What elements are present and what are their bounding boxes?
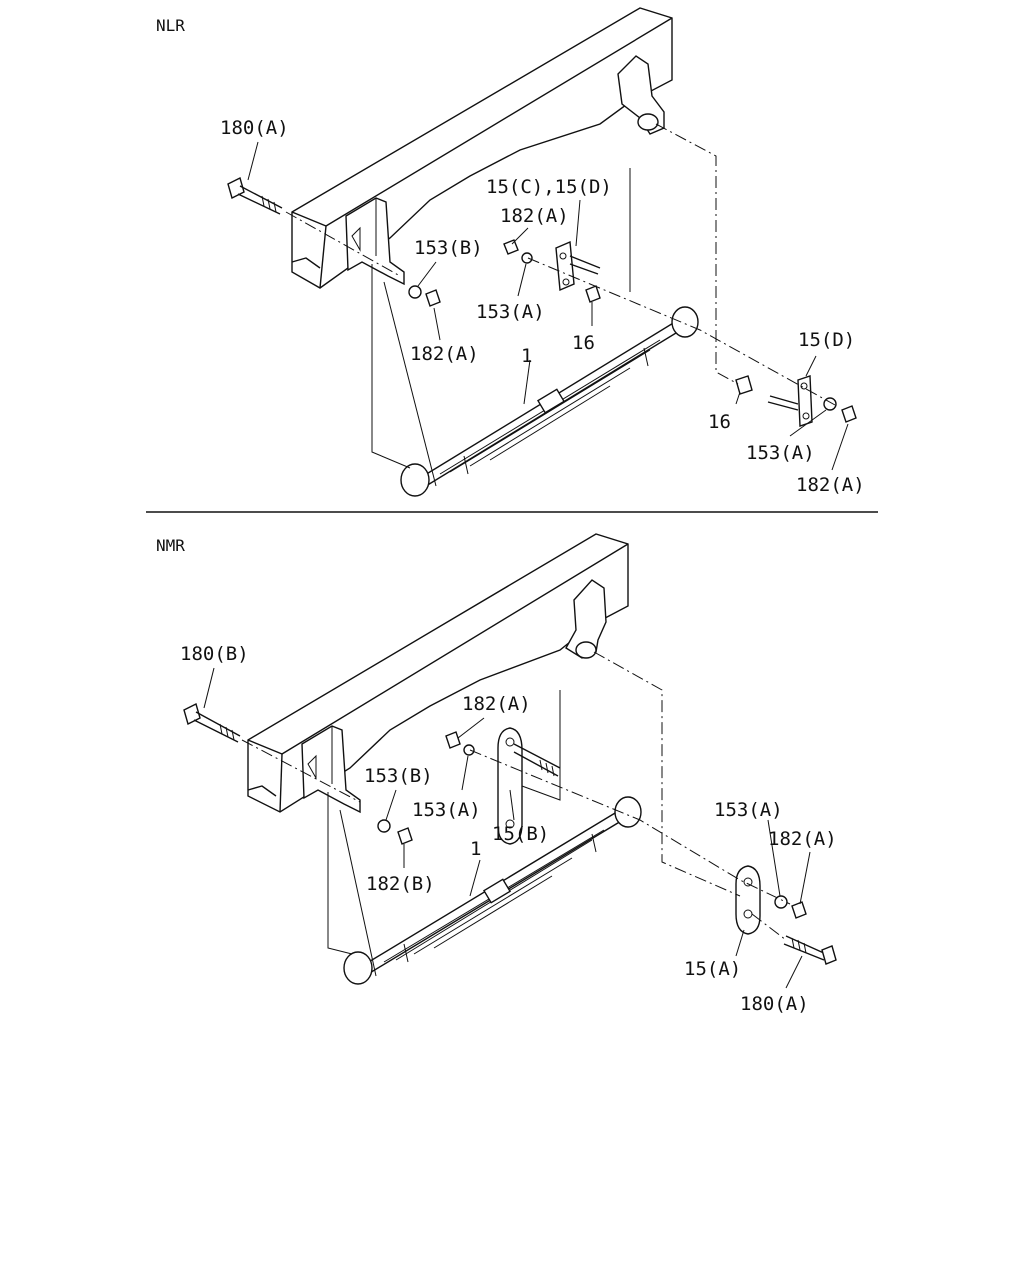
nmr-nut-182a-lower — [791, 901, 807, 919]
nlr-callout-washer-153a-upper: 153(A) — [476, 301, 545, 323]
nlr-callout-shackle-15d: 15(D) — [798, 329, 855, 351]
nlr-callout-shackle-15c-15d: 15(C),15(D) — [486, 176, 612, 198]
nlr-callout-bolt-16-lower: 16 — [708, 411, 731, 433]
nmr-rear-hanger-bracket — [565, 579, 607, 659]
nmr-washer-153b — [377, 819, 391, 833]
nmr-center-lines — [241, 651, 791, 977]
nlr-nut-182a-lower — [841, 405, 857, 423]
nmr-shackle-plate-15b — [497, 727, 561, 845]
nlr-washer-153a-upper — [521, 252, 533, 264]
nlr-callout-washer-153a-lower: 153(A) — [746, 442, 815, 464]
nmr-callout-shackle-plate-15a: 15(A) — [684, 958, 741, 980]
nmr-nut-182a-upper — [445, 731, 461, 749]
nlr-bolt-180a — [227, 176, 283, 215]
nlr-nut-182a-upper — [503, 239, 519, 255]
nmr-callout-bolt-180a: 180(A) — [740, 993, 809, 1015]
nmr-callout-shackle-plate-15b: 15(B) — [492, 823, 549, 845]
nlr-shackle-15c — [555, 240, 601, 292]
nmr-leaders — [203, 667, 811, 989]
nlr-section: NLR — [156, 7, 865, 497]
nmr-section: NMR — [156, 533, 837, 1015]
nmr-washer-153a-lower — [774, 895, 788, 909]
nlr-bolt-16-upper — [585, 285, 601, 303]
nmr-leaf-spring — [343, 796, 642, 985]
nlr-bolt-16-lower — [735, 375, 753, 395]
nmr-callout-nut-182a-upper: 182(A) — [462, 693, 531, 715]
nlr-leaders — [247, 141, 849, 471]
nlr-callout-nut-182a-left: 182(A) — [410, 343, 479, 365]
nmr-frame-rail — [247, 533, 629, 813]
nlr-callout-bolt-16-upper: 16 — [572, 332, 595, 354]
nmr-front-hanger-bracket — [301, 725, 361, 814]
nmr-washer-153a-upper — [463, 744, 475, 756]
nlr-front-hanger-bracket — [345, 197, 405, 286]
nlr-rear-hanger-bracket — [617, 55, 665, 135]
nmr-section-title: NMR — [156, 536, 185, 555]
nlr-washer-153b — [408, 285, 422, 299]
nmr-callout-nut-182b: 182(B) — [366, 873, 435, 895]
nmr-bolt-180a — [783, 935, 837, 965]
nmr-nut-182b — [397, 827, 413, 845]
nlr-callout-washer-153b: 153(B) — [414, 237, 483, 259]
nlr-callout-bolt-180a: 180(A) — [220, 117, 289, 139]
nmr-callout-washer-153b: 153(B) — [364, 765, 433, 787]
nlr-nut-182a-left — [425, 289, 441, 307]
nlr-callout-nut-182a-lower: 182(A) — [796, 474, 865, 496]
nlr-leaf-spring — [400, 306, 699, 497]
nmr-bolt-180b — [183, 702, 241, 743]
nlr-center-lines — [285, 123, 836, 487]
nlr-callout-leaf-spring-1: 1 — [521, 345, 532, 367]
nlr-callout-nut-182a-upper: 182(A) — [500, 205, 569, 227]
nmr-shackle-plate-15a — [735, 865, 761, 935]
nlr-frame-rail — [291, 7, 673, 289]
nmr-callout-washer-153a-upper: 153(A) — [412, 799, 481, 821]
nmr-callout-bolt-180b: 180(B) — [180, 643, 249, 665]
nlr-shackle-15d — [767, 375, 813, 427]
nmr-callout-washer-153a-lower: 153(A) — [714, 799, 783, 821]
nmr-callout-leaf-spring-1: 1 — [470, 838, 481, 860]
nlr-section-title: NLR — [156, 16, 185, 35]
nmr-callout-nut-182a-lower: 182(A) — [768, 828, 837, 850]
